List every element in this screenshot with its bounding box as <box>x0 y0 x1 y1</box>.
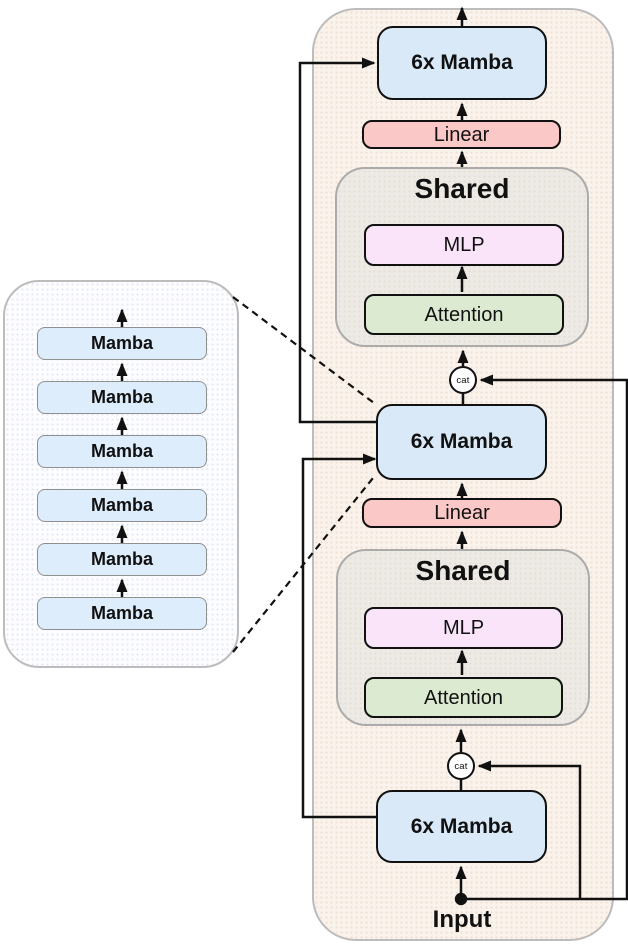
lower-shared-title: Shared <box>415 555 511 586</box>
bottom-mamba-block: 6x Mamba <box>376 790 547 863</box>
lower-attention-box: Attention <box>364 677 563 718</box>
upper-mlp-box: MLP <box>364 224 564 266</box>
upper-linear-box: Linear <box>362 120 561 149</box>
detail-mamba-layer-4: Mamba <box>37 489 207 522</box>
detail-mamba-layer-2: Mamba <box>37 381 207 414</box>
upper-attention-box: Attention <box>364 294 564 335</box>
lower-shared-group: Shared MLP Attention <box>336 549 590 726</box>
middle-mamba-block: 6x Mamba <box>376 404 547 480</box>
detail-mamba-layer-6: Mamba <box>37 597 207 630</box>
lower-linear-box: Linear <box>362 498 562 528</box>
upper-shared-group: Shared MLP Attention <box>335 167 589 347</box>
detail-mamba-layer-5: Mamba <box>37 543 207 576</box>
detail-mamba-layer-3: Mamba <box>37 435 207 468</box>
lower-concat-node: cat <box>447 752 475 780</box>
top-mamba-block: 6x Mamba <box>377 26 547 100</box>
upper-shared-title: Shared <box>414 173 510 204</box>
lower-mlp-box: MLP <box>364 607 563 649</box>
input-label: Input <box>432 906 492 933</box>
upper-concat-node: cat <box>449 366 477 394</box>
detail-mamba-layer-1: Mamba <box>37 327 207 360</box>
